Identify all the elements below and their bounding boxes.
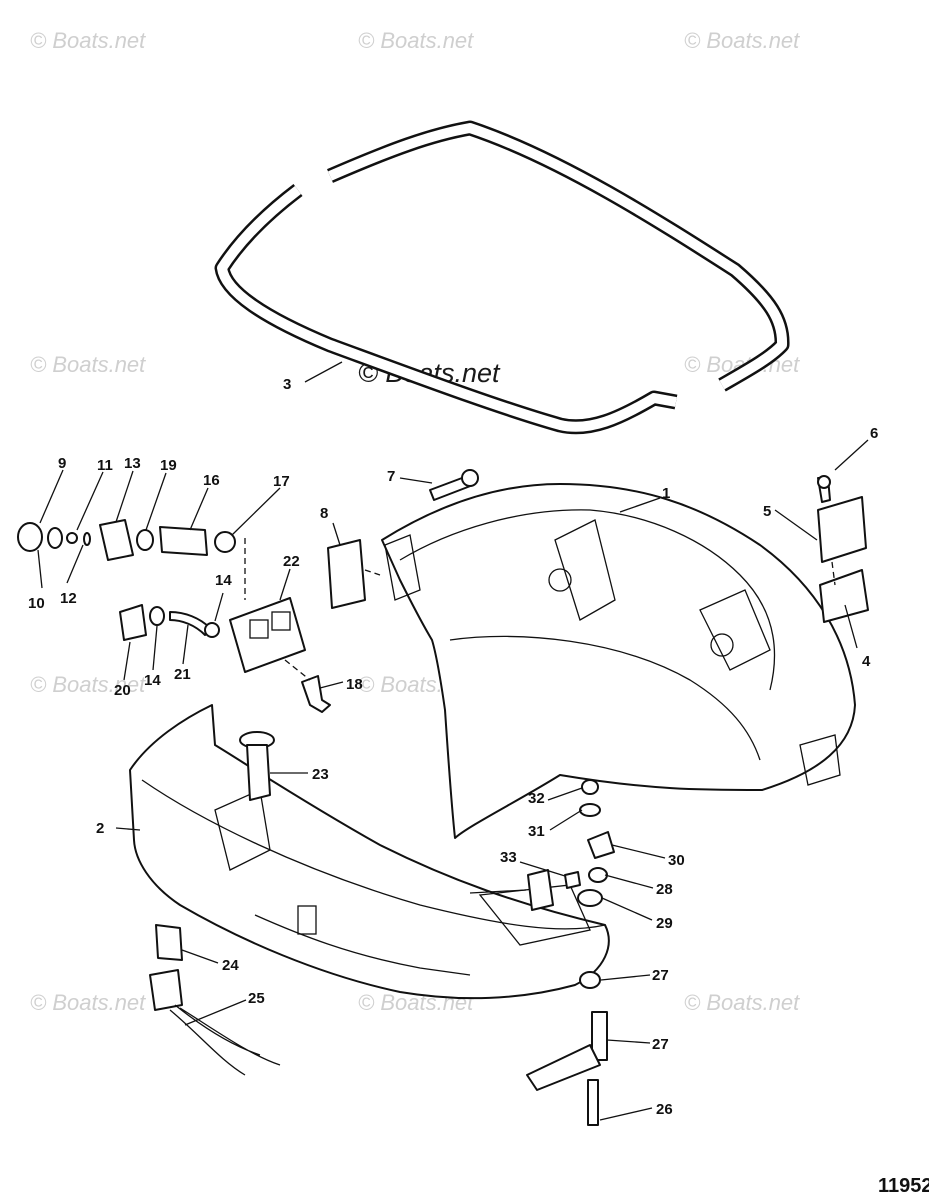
callout-14: 14 (215, 572, 232, 589)
callouts: 3 1 2 4 5 6 7 8 9 10 11 12 13 19 16 17 1… (28, 376, 878, 1118)
leader-lines (37, 361, 869, 1121)
callout-6: 6 (870, 425, 878, 442)
callout-18: 18 (346, 676, 363, 693)
part-tube (239, 731, 275, 801)
callout-20: 21 (174, 666, 191, 683)
callout-16: 17 (273, 473, 290, 490)
callout-21: 22 (283, 553, 300, 570)
part-top-cowl (381, 483, 856, 839)
callout-12: 12 (60, 590, 77, 607)
callout-25: 26 (656, 1101, 673, 1118)
callout-26: 27 (652, 1036, 669, 1053)
callout-11: 11 (97, 457, 113, 474)
callout-15: 16 (203, 472, 220, 489)
part-switch-harness (149, 924, 281, 1076)
part-bolt-bracket (327, 469, 479, 609)
callout-13: 13 (124, 455, 141, 472)
callout-9: 9 (58, 455, 66, 472)
callout-19: 20 (114, 682, 131, 699)
watermark: © Boats.net (684, 28, 800, 53)
part-brackets-right (817, 475, 869, 623)
part-small-left (17, 519, 331, 713)
callout-24: 25 (248, 990, 265, 1007)
callout-17: 19 (160, 457, 177, 474)
watermark: © Boats.net (30, 990, 146, 1015)
callout-4: 4 (862, 653, 871, 670)
callout-8: 8 (320, 505, 328, 522)
watermark: © Boats.net (30, 352, 146, 377)
part-seal (214, 120, 790, 435)
callout-2: 2 (96, 820, 104, 837)
callout-28: 29 (656, 915, 673, 932)
watermark: © Boats.net (30, 28, 146, 53)
callout-10: 10 (28, 595, 45, 612)
callout-1: 1 (662, 485, 670, 502)
callout-32: 33 (500, 849, 517, 866)
callout-7: 7 (387, 468, 395, 485)
watermark: © Boats.net (358, 28, 474, 53)
callout-5: 5 (763, 503, 771, 520)
callout-14: 14 (144, 672, 161, 689)
callout-27: 27 (652, 967, 669, 984)
callout-29: 30 (668, 852, 685, 869)
watermark: © Boats.net (30, 672, 146, 697)
callout-31: 32 (528, 790, 545, 807)
callout-23: 24 (222, 957, 239, 974)
callout-3: 3 (283, 376, 291, 393)
callout-27: 28 (656, 881, 673, 898)
watermark: © Boats.net (684, 990, 800, 1015)
callout-30: 31 (528, 823, 545, 840)
callout-22: 23 (312, 766, 329, 783)
figure-number: 11952 (878, 1175, 929, 1197)
